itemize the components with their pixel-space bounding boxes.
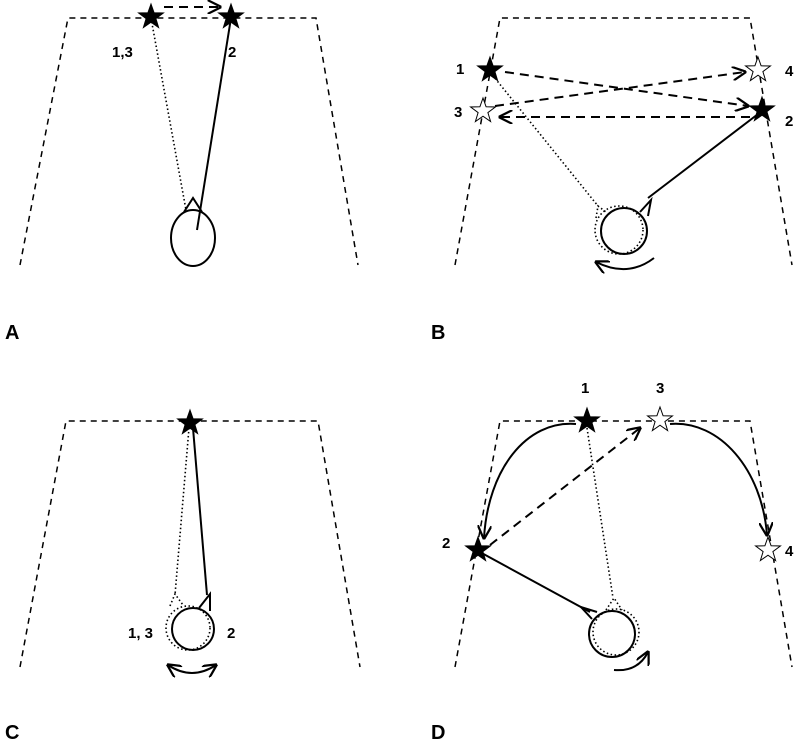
gaze-line-2 xyxy=(192,427,208,596)
nose-marker-previous xyxy=(605,596,623,611)
nose-marker-previous xyxy=(169,592,184,607)
shift-arc-3-to-4 xyxy=(669,422,767,535)
arena-outline xyxy=(454,17,793,266)
head-outline xyxy=(171,607,215,651)
star-icon xyxy=(177,409,203,434)
rotation-arrow xyxy=(596,257,655,269)
star-label: 4 xyxy=(785,63,794,80)
shift-arc-1-to-2 xyxy=(484,422,577,538)
arena-outline xyxy=(19,420,361,668)
star-label: 2 xyxy=(228,44,236,61)
star-label: 1,3 xyxy=(112,44,133,61)
star-outline-icon xyxy=(470,97,496,122)
gaze-line-1 xyxy=(489,71,599,207)
shift-arrow-1-to-2 xyxy=(504,71,748,106)
nose-marker xyxy=(577,604,598,620)
star-icon xyxy=(574,407,600,432)
gaze-line-1 xyxy=(586,427,614,599)
star-label: 2 xyxy=(442,535,450,552)
rotation-arrow xyxy=(168,665,216,673)
star-label: 4 xyxy=(785,543,794,560)
panel-label: A xyxy=(5,322,19,344)
panel-label: D xyxy=(431,722,445,744)
star-label: 1, 3 xyxy=(128,625,153,642)
panel-label: B xyxy=(431,322,445,344)
panel-c: 1, 3 2 C xyxy=(5,409,361,744)
arena-outline xyxy=(19,17,359,266)
star-label: 2 xyxy=(227,625,235,642)
head-outline-previous xyxy=(594,205,644,255)
nose-marker-previous xyxy=(595,204,607,219)
head-outline-previous xyxy=(592,608,640,656)
panel-a: 1,3 2 A xyxy=(5,3,359,344)
arena-outline xyxy=(454,420,793,668)
head-outline xyxy=(170,209,216,267)
head-outline-previous xyxy=(165,605,211,651)
star-icon xyxy=(138,3,164,28)
panel-d: 1 2 3 4 D xyxy=(431,380,794,744)
gaze-line-2 xyxy=(196,17,232,231)
gaze-line-2 xyxy=(647,110,763,199)
gaze-line-1-3 xyxy=(174,427,190,596)
panel-label: C xyxy=(5,722,19,744)
rotation-arrow xyxy=(613,652,648,672)
nose-marker xyxy=(639,196,653,217)
head-outline xyxy=(588,610,636,658)
star-icon xyxy=(465,536,491,561)
star-outline-icon xyxy=(755,536,781,561)
head-outline xyxy=(600,207,648,255)
gaze-line-2 xyxy=(477,550,591,613)
star-label: 2 xyxy=(785,113,793,130)
star-label: 3 xyxy=(454,104,462,121)
star-label: 1 xyxy=(456,61,464,78)
star-label: 3 xyxy=(656,380,664,397)
shift-arrow-3-to-4 xyxy=(494,72,745,107)
star-outline-icon xyxy=(745,56,771,81)
nose-marker xyxy=(183,196,203,213)
star-outline-icon xyxy=(647,406,673,431)
shift-arrow-2-to-3 xyxy=(489,428,640,546)
gaze-line-1-3 xyxy=(150,17,187,211)
panel-b: 1 2 3 4 B xyxy=(431,17,794,344)
star-label: 1 xyxy=(581,380,589,397)
nose-marker xyxy=(198,591,211,611)
